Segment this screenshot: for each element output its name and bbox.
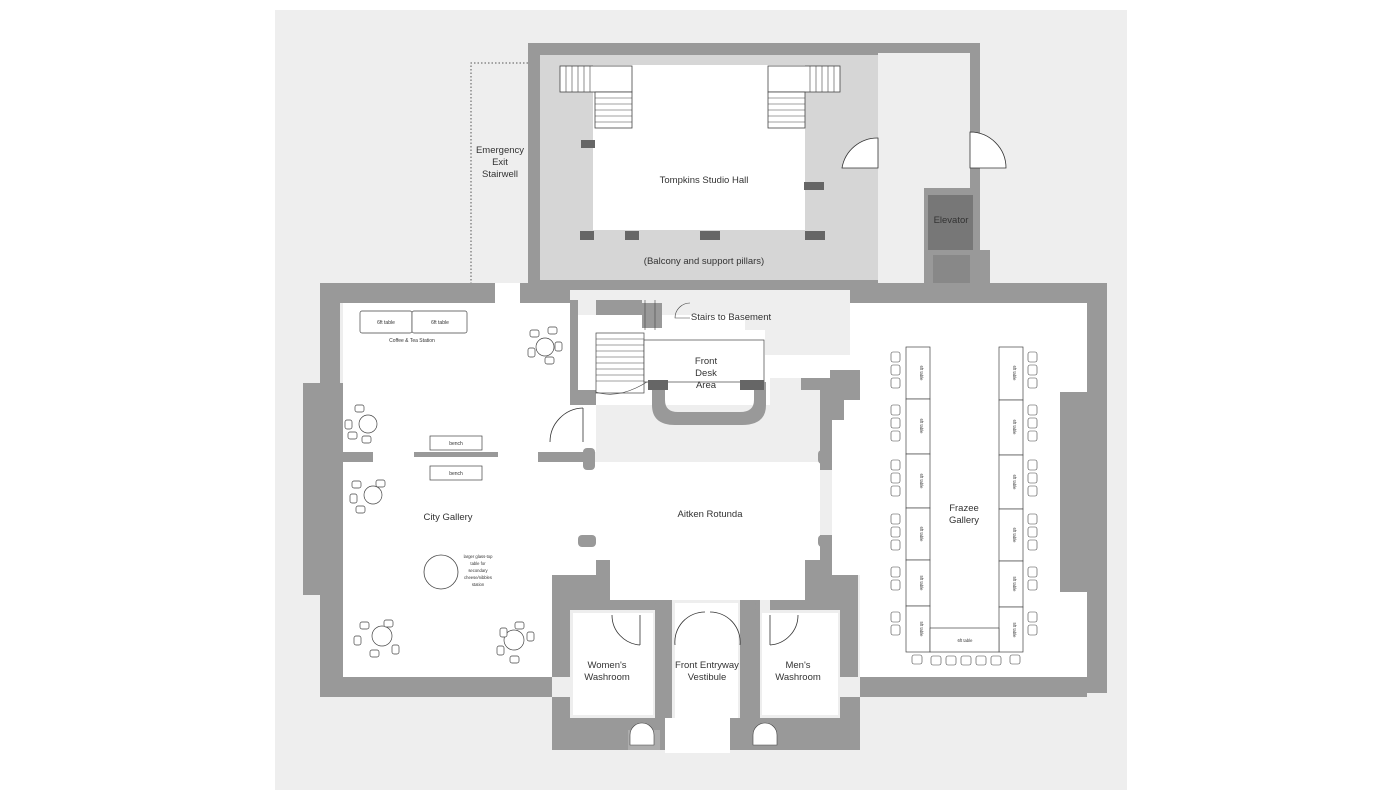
door-swing-left (841, 137, 879, 169)
six-ft-table-label: 6ft table (919, 527, 924, 543)
stairs-to-basement-label: Stairs to Basement (691, 312, 772, 323)
front-desk-label-line2: Desk (695, 368, 717, 379)
glass-table-note-3: secondary (468, 568, 488, 573)
five-ft-table-label: 5ft table (1012, 623, 1017, 639)
six-ft-table-label: 6ft table (431, 320, 449, 326)
five-ft-table-label: 5ft table (1012, 577, 1017, 593)
elevator-box (928, 195, 973, 250)
six-ft-table-label: 6ft table (919, 419, 924, 435)
frazee-chairs (890, 351, 1038, 666)
six-ft-table-label: 6ft table (1012, 475, 1017, 491)
coffee-station-label: Coffee & Tea Station (389, 338, 435, 344)
frazee-gallery-tables: 6ft table 6ft table 6ft table 6ft table … (890, 346, 1038, 666)
emergency-exit-label-line3: Stairwell (482, 169, 518, 180)
five-ft-table-label: 5ft table (919, 576, 924, 592)
door-swings (549, 407, 799, 646)
support-pillars (580, 140, 825, 240)
emergency-exit-label-line2: Exit (492, 157, 508, 168)
glass-table-note-4: cheese/nibbles (464, 575, 492, 580)
frazee-gallery-label-line1: Frazee (949, 503, 979, 514)
front-entryway-label-line1: Front Entryway (675, 660, 739, 671)
coffee-tea-station-tables: 6ft table 6ft table Coffee & Tea Station (359, 310, 468, 344)
tompkins-studio-hall-label: Tompkins Studio Hall (660, 175, 749, 186)
elevator-shaft (841, 43, 1007, 305)
inner-partitions (343, 370, 860, 612)
benches: bench bench (429, 435, 483, 481)
six-ft-table-label: 6ft table (919, 474, 924, 490)
mens-washroom-label-line1: Men's (785, 660, 810, 671)
stairs-to-basement (595, 300, 691, 395)
room-labels: Emergency Exit Stairwell Tompkins Studio… (423, 145, 979, 683)
bench-label: bench (449, 441, 463, 447)
front-desk-label-line1: Front (695, 356, 718, 367)
stair-treads-left (565, 66, 632, 123)
six-ft-table-label: 6ft table (1012, 366, 1017, 382)
womens-washroom-label-line1: Women's (587, 660, 626, 671)
tompkins-studio-hall-room (528, 43, 933, 303)
six-ft-table-label: 6ft table (1012, 420, 1017, 436)
front-desk (643, 339, 766, 425)
main-building-walls (303, 283, 1107, 750)
cafe-table-clusters (344, 326, 563, 664)
womens-washroom-label-line2: Washroom (584, 672, 630, 683)
six-ft-table-label: 6ft table (1012, 528, 1017, 544)
glass-top-table: larger glass-top table for secondary che… (423, 554, 494, 590)
six-ft-table-label: 6ft table (377, 320, 395, 326)
emergency-exit-label-line1: Emergency (476, 145, 524, 156)
frazee-gallery-label-line2: Gallery (949, 515, 979, 526)
emergency-exit-stairwell-outline (470, 62, 528, 285)
balcony-label: (Balcony and support pillars) (644, 256, 764, 267)
five-ft-table-label: 5ft table (919, 622, 924, 638)
mens-washroom-label-line2: Washroom (775, 672, 821, 683)
front-entryway-label-line2: Vestibule (688, 672, 727, 683)
six-ft-table-label: 6ft table (958, 638, 974, 643)
stair-treads-right (768, 66, 835, 123)
aitken-rotunda-label: Aitken Rotunda (678, 509, 744, 520)
front-desk-label-line3: Area (696, 380, 717, 391)
six-ft-table-label: 6ft table (919, 366, 924, 382)
glass-table-note-2: table for (470, 561, 486, 566)
door-swing-right (969, 131, 1007, 169)
bench-label: bench (449, 471, 463, 477)
glass-table-note-5: station (472, 582, 485, 587)
elevator-label: Elevator (934, 215, 969, 226)
glass-table-note-1: larger glass-top (464, 554, 494, 559)
city-gallery-label: City Gallery (423, 512, 472, 523)
